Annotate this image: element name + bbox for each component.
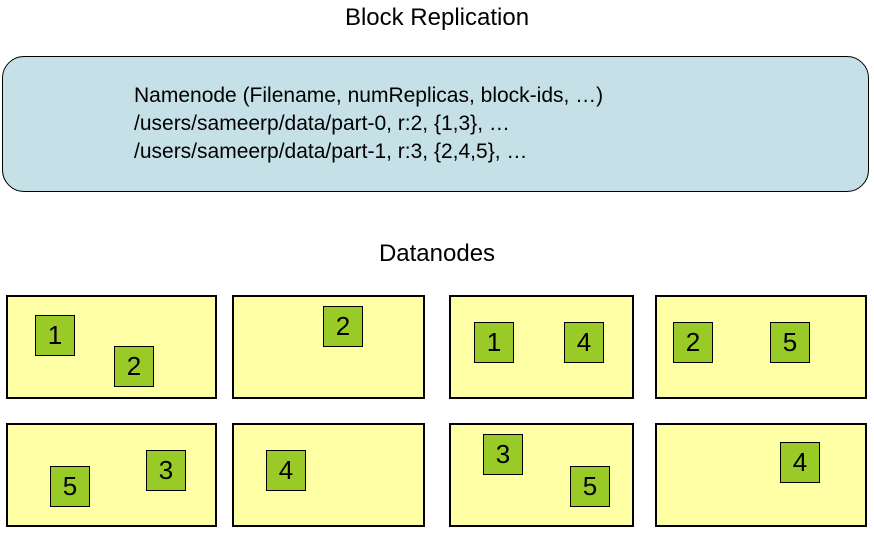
block-5: 5 [770,322,810,363]
block-5: 5 [570,466,610,507]
block-1: 1 [474,322,514,363]
namenode-box: Namenode (Filename, numReplicas, block-i… [2,56,869,192]
block-3: 3 [483,434,523,475]
block-2: 2 [673,322,713,363]
datanode-box-6: 4 [232,423,425,527]
block-4: 4 [780,442,820,483]
block-5: 5 [50,466,90,507]
namenode-file-entry-1: /users/sameerp/data/part-1, r:3, {2,4,5}… [134,140,528,163]
block-3: 3 [146,450,186,491]
datanode-box-2: 2 [232,295,425,399]
namenode-header-line: Namenode (Filename, numReplicas, block-i… [134,84,604,107]
namenode-file-entry-0: /users/sameerp/data/part-0, r:2, {1,3}, … [134,112,510,135]
block-1: 1 [35,315,75,356]
block-4: 4 [266,450,306,491]
block-4: 4 [564,322,604,363]
block-2: 2 [323,306,363,347]
block-2: 2 [114,346,154,387]
datanodes-label: Datanodes [378,240,496,267]
datanode-box-8: 4 [655,423,867,527]
diagram-title: Block Replication [344,4,530,31]
